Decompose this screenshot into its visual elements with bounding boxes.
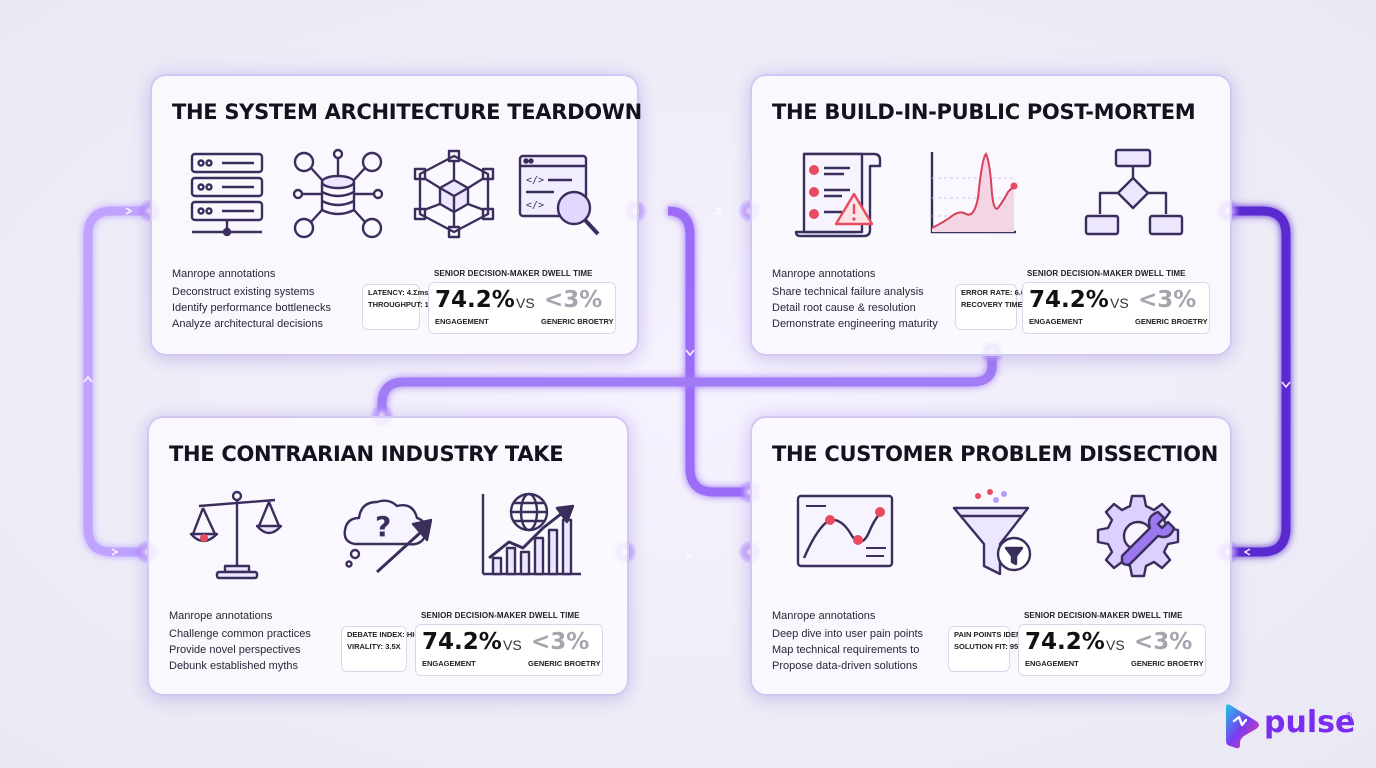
list-item: Provide novel perspectives	[169, 644, 301, 656]
metric-pain-points: PAIN POINTS IDENTIFIED: 5	[954, 630, 1054, 639]
card-contrarian-industry-take[interactable]: THE CONTRARIAN INDUSTRY TAKE ?	[147, 416, 629, 696]
metric-solution-fit: SOLUTION FIT: 95%	[954, 642, 1025, 651]
list-item: Propose data-driven solutions	[772, 660, 918, 672]
dwell-time-label: SENIOR DECISION-MAKER DWELL TIME	[434, 269, 593, 278]
metrics-box: ERROR RATE: 6.01% RECOVERY TIME: 120s	[955, 284, 1044, 330]
icon-row: ?	[149, 490, 627, 582]
balance-scale-icon	[189, 490, 283, 582]
compare-value: <3%	[1138, 287, 1197, 313]
metric-recovery-time: RECOVERY TIME: 120s	[961, 300, 1044, 309]
vs-label: VS	[516, 295, 535, 311]
card-title: THE BUILD-IN-PUBLIC POST-MORTEM	[772, 100, 1196, 124]
engagement-value: 74.2%	[422, 629, 502, 655]
engagement-value: 74.2%	[435, 287, 515, 313]
database-network-icon	[292, 148, 384, 240]
metric-virality: VIRALITY: 3.5X	[347, 642, 401, 651]
metric-error-rate: ERROR RATE: 6.01%	[961, 288, 1036, 297]
engagement-comparison: 74.2% VS <3% ENGAGEMENT GENERIC BROETRY	[1022, 282, 1210, 334]
list-item: Analyze architectural decisions	[172, 318, 324, 330]
compare-caption: GENERIC BROETRY	[1135, 317, 1208, 326]
card-build-in-public-post-mortem[interactable]: THE BUILD-IN-PUBLIC POST-MORTEM	[750, 74, 1232, 356]
vs-label: VS	[503, 637, 522, 653]
metric-latency: LATENCY: 4.Σms	[368, 288, 429, 297]
annotation-subtitle: Manrope annotations	[172, 268, 276, 280]
icon-row	[752, 489, 1230, 582]
list-item: Deep dive into user pain points	[772, 628, 924, 640]
card-system-architecture-teardown[interactable]: THE SYSTEM ARCHITECTURE TEARDOWN	[150, 74, 642, 356]
metrics-box: LATENCY: 4.Σms THROUGHPUT: 10k/s	[362, 284, 444, 330]
globe-growth-chart-icon	[479, 490, 581, 582]
list-item: Map technical requirements to	[772, 644, 920, 656]
annotation-subtitle: Manrope annotations	[772, 610, 876, 622]
connector-center-down	[667, 206, 750, 497]
engagement-comparison: 74.2% VS <3% ENGAGEMENT GENERIC BROETRY	[428, 282, 616, 334]
pulse-logo-mark-icon	[1226, 704, 1259, 749]
bullet-list: Deep dive into user pain points Map tech…	[772, 626, 923, 674]
question-cloud-icon: ?	[341, 490, 433, 582]
engagement-comparison: 74.2% VS <3% ENGAGEMENT GENERIC BROETRY	[1018, 624, 1206, 676]
metric-debate-index: DEBATE INDEX: HIGH	[347, 630, 426, 639]
compare-caption: GENERIC BROETRY	[541, 317, 614, 326]
logo-wordmark: pulse	[1264, 705, 1356, 740]
engagement-caption: ENGAGEMENT	[422, 659, 476, 668]
vs-label: VS	[1110, 295, 1129, 311]
card-title: THE CONTRARIAN INDUSTRY TAKE	[169, 442, 564, 466]
compare-value: <3%	[544, 287, 603, 313]
icon-row	[752, 148, 1230, 240]
error-log-icon	[792, 148, 884, 240]
bullet-list: Challenge common practices Provide novel…	[169, 626, 311, 674]
svg-text:</>: </>	[526, 175, 544, 186]
card-title: THE SYSTEM ARCHITECTURE TEARDOWN	[172, 100, 642, 124]
engagement-value: 74.2%	[1025, 629, 1105, 655]
compare-value: <3%	[531, 629, 590, 655]
svg-text:?: ?	[375, 510, 391, 543]
pain-point-chart-icon	[796, 490, 894, 582]
engagement-caption: ENGAGEMENT	[1025, 659, 1079, 668]
list-item: Detail root cause & resolution	[772, 302, 916, 314]
connector-right-loop	[1223, 206, 1291, 557]
svg-text:</>: </>	[526, 200, 544, 211]
connector-left-loop	[83, 206, 155, 557]
icon-row: </> </>	[152, 148, 637, 240]
compare-caption: GENERIC BROETRY	[528, 659, 601, 668]
connector-middle-cross	[377, 352, 997, 416]
list-item: Deconstruct existing systems	[172, 286, 315, 298]
dwell-time-label: SENIOR DECISION-MAKER DWELL TIME	[421, 611, 580, 620]
pulse-logo: pulse ®	[1222, 703, 1362, 749]
engagement-caption: ENGAGEMENT	[1029, 317, 1083, 326]
vs-label: VS	[1106, 637, 1125, 653]
list-item: Debunk established myths	[169, 660, 299, 672]
metrics-box: PAIN POINTS IDENTIFIED: 5 SOLUTION FIT: …	[948, 626, 1054, 672]
funnel-filter-icon	[946, 489, 1038, 582]
bullet-list: Share technical failure analysis Detail …	[772, 284, 938, 332]
metrics-box: DEBATE INDEX: HIGH VIRALITY: 3.5X	[341, 626, 426, 672]
engagement-caption: ENGAGEMENT	[435, 317, 489, 326]
cube-network-icon	[408, 148, 500, 240]
dwell-time-label: SENIOR DECISION-MAKER DWELL TIME	[1027, 269, 1186, 278]
compare-value: <3%	[1134, 629, 1193, 655]
list-item: Identify performance bottlenecks	[172, 302, 331, 314]
list-item: Demonstrate engineering maturity	[772, 318, 938, 330]
annotation-subtitle: Manrope annotations	[169, 610, 273, 622]
registered-mark: ®	[1346, 711, 1352, 720]
dwell-time-label: SENIOR DECISION-MAKER DWELL TIME	[1024, 611, 1183, 620]
compare-caption: GENERIC BROETRY	[1131, 659, 1204, 668]
engagement-comparison: 74.2% VS <3% ENGAGEMENT GENERIC BROETRY	[415, 624, 603, 676]
list-item: Share technical failure analysis	[772, 286, 924, 298]
gear-wrench-icon	[1092, 490, 1184, 582]
annotation-subtitle: Manrope annotations	[772, 268, 876, 280]
server-rack-icon	[182, 148, 274, 240]
code-magnifier-icon: </> </>	[514, 148, 606, 240]
bullet-list: Deconstruct existing systems Identify pe…	[172, 284, 331, 332]
card-customer-problem-dissection[interactable]: THE CUSTOMER PROBLEM DISSECTION	[750, 416, 1232, 696]
card-title: THE CUSTOMER PROBLEM DISSECTION	[772, 442, 1218, 466]
flowchart-icon	[1082, 148, 1184, 240]
engagement-value: 74.2%	[1029, 287, 1109, 313]
metric-throughput: THROUGHPUT: 10k/s	[368, 300, 444, 309]
spike-chart-icon	[926, 148, 1018, 240]
list-item: Challenge common practices	[169, 628, 311, 640]
